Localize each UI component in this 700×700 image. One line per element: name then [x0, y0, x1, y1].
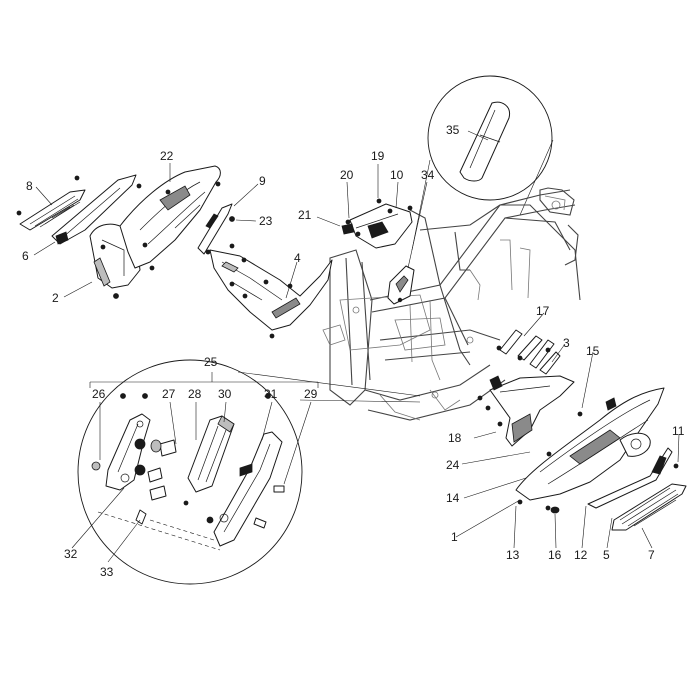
callout-11: 11 [672, 424, 685, 438]
group-bracket-25 [89, 372, 319, 388]
callout-29: 29 [304, 387, 318, 401]
leader-lines [33, 130, 680, 563]
callout-4: 4 [294, 251, 301, 265]
callout-2: 2 [52, 291, 59, 305]
callout-labels: 35 8 22 9 23 6 2 4 19 20 10 34 21 25 17 … [22, 123, 685, 579]
callout-20: 20 [340, 168, 354, 182]
part-9-bracket [197, 203, 235, 255]
part-17-bushings [496, 329, 561, 375]
part-34-plate [387, 265, 415, 305]
callout-28: 28 [188, 387, 202, 401]
part-6-panel [51, 174, 142, 245]
part-33-bolt [134, 464, 167, 525]
callout-15: 15 [586, 344, 600, 358]
callout-5: 5 [603, 548, 610, 562]
callout-30: 30 [218, 387, 232, 401]
callout-27: 27 [162, 387, 176, 401]
part-18-step-bracket [477, 375, 575, 447]
part-28-slider [187, 415, 235, 493]
part-26-bracket [91, 393, 151, 491]
callout-6: 6 [22, 249, 29, 263]
callout-3: 3 [563, 336, 570, 350]
part-8-grille [16, 175, 86, 231]
part-10-upper-bracket [341, 198, 413, 249]
callout-17: 17 [536, 304, 550, 318]
callout-25: 25 [204, 355, 218, 369]
callout-7: 7 [648, 548, 655, 562]
callout-33: 33 [100, 565, 114, 579]
callout-13: 13 [506, 548, 520, 562]
callout-21: 21 [298, 208, 312, 222]
callout-10: 10 [390, 168, 404, 182]
callout-22: 22 [160, 149, 174, 163]
part-12-strip [587, 447, 673, 509]
callout-18: 18 [448, 431, 462, 445]
part-27-bolt [134, 438, 177, 457]
callout-23: 23 [259, 214, 273, 228]
part-35-grip-cover [459, 101, 511, 182]
callout-24: 24 [446, 458, 460, 472]
part-15-side-panel [515, 387, 665, 511]
callout-16: 16 [548, 548, 562, 562]
callout-9: 9 [259, 174, 266, 188]
callout-14: 14 [446, 491, 460, 505]
part-31-guide [183, 393, 285, 547]
detail-circle-bottom [77, 359, 421, 585]
scooter-frame [322, 187, 581, 421]
part-7-footrest-grille [611, 463, 687, 531]
part-22-inner-shield [119, 165, 221, 271]
part-4-lower-cover [209, 243, 333, 339]
callout-31: 31 [264, 387, 278, 401]
callout-32: 32 [64, 547, 78, 561]
callout-26: 26 [92, 387, 106, 401]
callout-19: 19 [371, 149, 385, 163]
callout-34: 34 [421, 168, 435, 182]
callout-12: 12 [574, 548, 588, 562]
part-16-rubber [550, 506, 560, 514]
callout-8: 8 [26, 179, 33, 193]
callout-1: 1 [451, 530, 458, 544]
callout-35: 35 [446, 123, 460, 137]
